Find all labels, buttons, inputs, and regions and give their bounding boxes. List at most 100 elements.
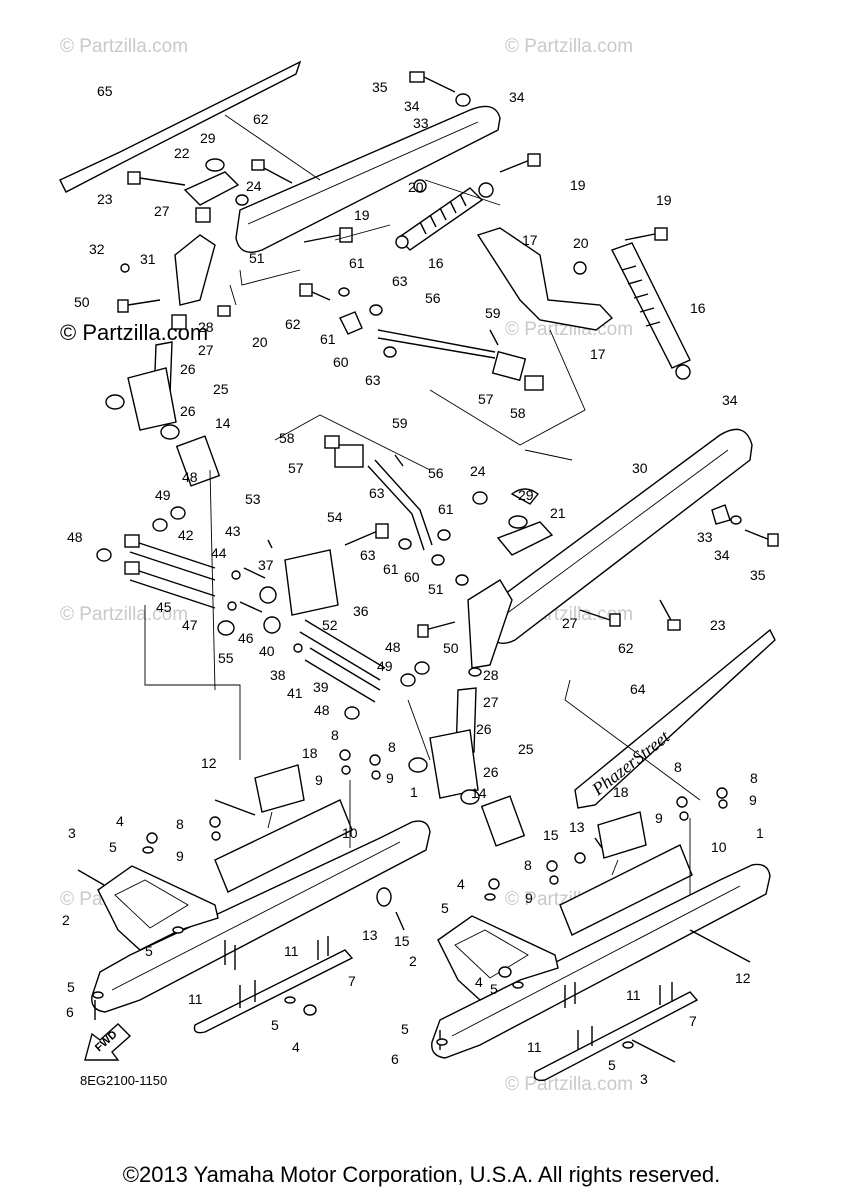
- callout-label: 9: [749, 792, 757, 808]
- callout-label: 5: [441, 900, 449, 916]
- watermark-layer: © Partzilla.com © Partzilla.com © Partzi…: [60, 36, 633, 1095]
- callout-label: 63: [360, 547, 376, 563]
- callout-label: 48: [314, 702, 330, 718]
- callout-label: 26: [476, 721, 492, 737]
- ski-saddle-right: [559, 844, 693, 936]
- callout-label: 62: [618, 640, 634, 656]
- callout-label: 45: [156, 599, 172, 615]
- callout-label: 8: [524, 857, 532, 873]
- ski-left: [91, 820, 431, 1013]
- callout-label: 56: [428, 465, 444, 481]
- callout-label: 16: [428, 255, 444, 271]
- callout-label: 9: [655, 810, 663, 826]
- ski-handle-right: [437, 915, 559, 1001]
- callout-label: 34: [722, 392, 738, 408]
- callout-label: 8: [331, 727, 339, 743]
- callout-label: 5: [145, 943, 153, 959]
- callout-label: 48: [67, 529, 83, 545]
- diagram-code: 8EG2100-1150: [80, 1073, 167, 1088]
- callout-label: 18: [302, 745, 318, 761]
- callout-label: 9: [525, 890, 533, 906]
- callout-label: 27: [154, 203, 170, 219]
- callout-label: 2: [62, 912, 70, 928]
- ski-saddle-left: [214, 799, 353, 893]
- callout-label: 39: [313, 679, 329, 695]
- radius-rods: [124, 435, 526, 847]
- ski-right: [431, 863, 771, 1059]
- callout-label: 15: [543, 827, 559, 843]
- callout-label: 61: [438, 501, 454, 517]
- callout-label: 37: [258, 557, 274, 573]
- callout-label: 14: [471, 785, 487, 801]
- fwd-arrow: FWD: [84, 1023, 132, 1061]
- callout-label: 23: [97, 191, 113, 207]
- callout-label: 57: [288, 460, 304, 476]
- callout-label: 11: [284, 943, 299, 959]
- callout-label: 63: [365, 372, 381, 388]
- mount-bracket-center: [284, 549, 339, 616]
- callout-label: 27: [483, 694, 499, 710]
- callout-label: 4: [116, 813, 124, 829]
- callout-label: 50: [74, 294, 90, 310]
- callout-label: 30: [632, 460, 648, 476]
- callout-label: 60: [404, 569, 420, 585]
- ski-handle-left: [97, 865, 219, 951]
- callout-label: 11: [188, 991, 203, 1007]
- callout-label: 6: [391, 1051, 399, 1067]
- callout-label: 9: [315, 772, 323, 788]
- callout-label: 23: [710, 617, 726, 633]
- callout-label: 16: [690, 300, 706, 316]
- callout-label: 35: [372, 79, 388, 95]
- decal-brand-text: PhazerStreet: [587, 726, 674, 800]
- callout-label: 13: [569, 819, 585, 835]
- callout-label: 33: [697, 529, 713, 545]
- callout-label: 27: [198, 342, 214, 358]
- callout-label: 6: [66, 1004, 74, 1020]
- callout-label: 24: [246, 178, 262, 194]
- hardware-ski-right: [436, 787, 751, 1063]
- tie-rod-upper: [377, 329, 496, 353]
- callout-label: 58: [510, 405, 526, 421]
- callout-label: 5: [490, 981, 498, 997]
- watermark: © Partzilla.com: [505, 36, 633, 57]
- shock-absorber-upper: [395, 182, 494, 251]
- callout-label: 55: [218, 650, 234, 666]
- callout-label: 59: [485, 305, 501, 321]
- tie-rod-lower: [374, 459, 433, 546]
- callout-label: 12: [735, 970, 751, 986]
- callout-label: 22: [174, 145, 190, 161]
- callout-label: 35: [750, 567, 766, 583]
- callout-label: 51: [249, 250, 265, 266]
- upper-suspension-assembly: [59, 60, 691, 446]
- callout-label: 21: [550, 505, 566, 521]
- callout-label: 25: [213, 381, 229, 397]
- watermark: © Partzilla.com: [60, 36, 188, 57]
- callout-label: 34: [714, 547, 730, 563]
- ski-saddle-bracket-right: [597, 811, 647, 859]
- callout-label: 49: [155, 487, 171, 503]
- callout-label: 44: [211, 545, 227, 561]
- callout-label: 46: [238, 630, 254, 646]
- callout-label: 56: [425, 290, 441, 306]
- callout-label: 62: [253, 111, 269, 127]
- callout-label: 26: [483, 764, 499, 780]
- knuckle-upper: [127, 367, 177, 431]
- callout-label: 26: [180, 361, 196, 377]
- callout-label: 36: [353, 603, 369, 619]
- callout-label: 5: [67, 979, 75, 995]
- callout-label: 61: [383, 561, 399, 577]
- callout-label: 9: [176, 848, 184, 864]
- callout-label: 29: [200, 130, 216, 146]
- callout-label: 48: [182, 469, 198, 485]
- callout-label: 61: [349, 255, 365, 271]
- shock-bracket: [476, 227, 614, 331]
- callout-label: 29: [518, 487, 534, 503]
- callout-label: 34: [404, 98, 420, 114]
- callout-label: 41: [287, 685, 303, 701]
- callout-label: 26: [180, 403, 196, 419]
- callout-label: 14: [215, 415, 231, 431]
- callout-label: 3: [68, 825, 76, 841]
- callout-label: 4: [292, 1039, 300, 1055]
- callout-label: 5: [608, 1057, 616, 1073]
- watermark: © Partzilla.com: [60, 604, 188, 625]
